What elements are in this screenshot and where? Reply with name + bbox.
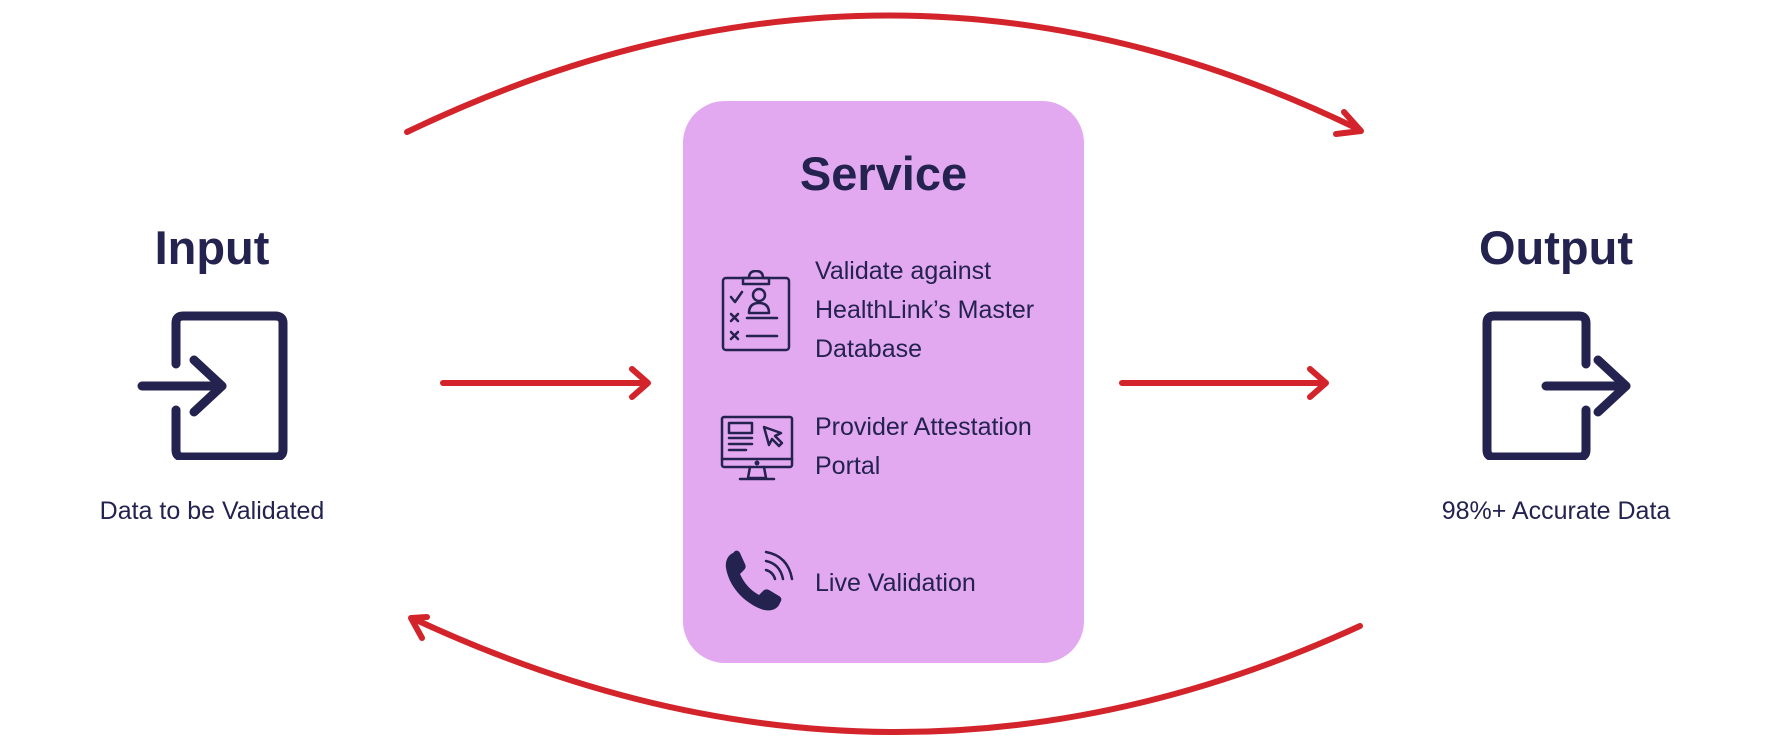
- bottom-curved-arrowhead: [408, 614, 430, 641]
- login-arrow-icon: [137, 311, 288, 460]
- clipboard-checklist-icon: [721, 270, 791, 352]
- output-title: Output: [1479, 221, 1633, 274]
- phone-ringing-icon: [725, 550, 794, 611]
- input-to-service-arrowhead: [629, 366, 651, 400]
- service-title: Service: [799, 147, 968, 200]
- monitor-cursor-icon: [720, 415, 794, 481]
- top-curved-arrow: [404, 12, 1363, 135]
- bottom-curved-arrow: [409, 615, 1363, 735]
- input-title: Input: [154, 221, 270, 274]
- service-item-label: Validate against HealthLink’s Master Dat…: [815, 257, 1035, 363]
- top-curved-arrowhead: [1333, 109, 1364, 137]
- input-caption: Data to be Validated: [99, 497, 325, 525]
- service-item-label: Provider Attestation Portal: [815, 413, 1032, 480]
- service-item-label: Live Validation: [815, 569, 976, 597]
- service-panel: [683, 101, 1084, 663]
- service-to-output-arrowhead: [1307, 366, 1329, 400]
- logout-arrow-icon: [1482, 311, 1631, 460]
- output-caption: 98%+ Accurate Data: [1441, 497, 1671, 525]
